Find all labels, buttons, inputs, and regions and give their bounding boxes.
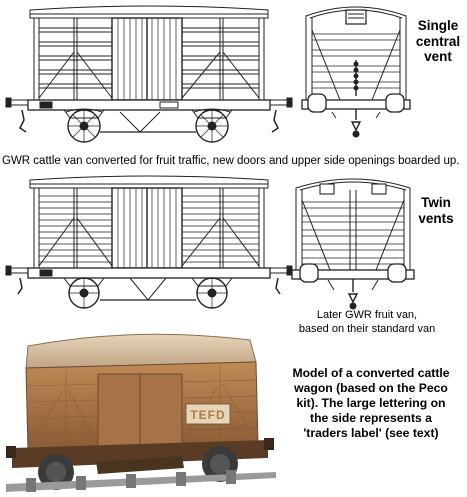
later-van-caption-line-2: based on their standard van <box>298 323 436 335</box>
model-caption-line-5: 'traders label' (see text) <box>303 426 439 440</box>
single-vent-label-line-1: Single <box>417 18 459 33</box>
single-vent-end-view-drawing <box>301 6 411 138</box>
single-vent-label-line-3: vent <box>424 49 452 65</box>
single-vent-label: Single central vent <box>412 18 464 65</box>
later-van-caption-line-1: Later GWR fruit van, <box>316 309 418 321</box>
twin-vents-label-line-2: vents <box>418 210 454 226</box>
single-vent-label-line-2: central <box>415 33 461 49</box>
traders-label-text: TEFD <box>190 408 225 422</box>
top-caption: GWR cattle van converted for fruit traff… <box>2 155 460 167</box>
model-caption-line-1: Model of a converted cattle <box>292 366 450 380</box>
model-caption: Model of a converted cattle wagon (based… <box>276 366 466 441</box>
model-wagon-photo: TEFD <box>6 328 276 496</box>
twin-vents-end-view-drawing <box>291 178 415 310</box>
twin-vents-label: Twin vents <box>412 195 460 226</box>
model-caption-line-2: wagon (based on the Peco <box>294 381 448 395</box>
twin-vents-label-line-1: Twin <box>421 195 451 210</box>
converted-cattle-van-side-drawing <box>5 5 293 143</box>
model-caption-line-4: the side represents a <box>310 411 432 425</box>
later-van-caption: Later GWR fruit van, based on their stan… <box>268 308 466 336</box>
model-caption-line-3: kit). The large lettering on <box>296 396 446 410</box>
later-fruit-van-side-drawing <box>5 175 293 309</box>
